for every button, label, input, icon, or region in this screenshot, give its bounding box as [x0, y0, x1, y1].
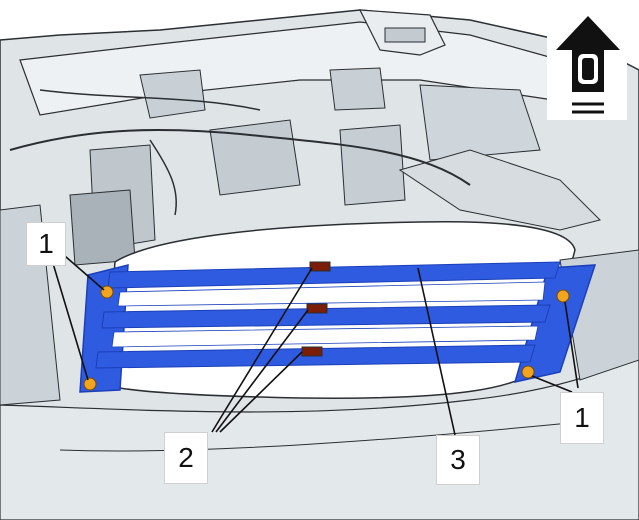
bumper-lower-line — [59, 419, 601, 452]
fastener-left-upper — [100, 285, 114, 299]
leader-1-right-lower — [531, 375, 573, 393]
engine-component-4 — [209, 119, 301, 196]
fastener-right-upper — [556, 289, 570, 303]
front-panel — [398, 149, 601, 231]
fastener-right-lower — [521, 365, 535, 379]
leader-2-middle — [215, 309, 309, 433]
grille-bar-middle — [101, 304, 551, 329]
clip-middle — [306, 303, 328, 314]
vehicle-front-arrow-icon — [547, 10, 627, 120]
radiator-fins — [69, 189, 136, 266]
cable-1 — [9, 129, 471, 186]
fastener-left-lower — [83, 377, 97, 391]
engine-component-6 — [339, 124, 406, 206]
clip-top — [309, 261, 331, 272]
grille-bar-top — [107, 261, 561, 289]
cable-3 — [149, 139, 177, 216]
callout-1-left: 1 — [26, 222, 66, 266]
leader-3 — [417, 267, 456, 436]
bracket-slot — [384, 27, 426, 43]
callout-1-right: 1 — [560, 392, 604, 444]
leader-2-lower — [219, 351, 303, 433]
grille-right-bracket — [513, 264, 597, 384]
leader-1-right-upper — [564, 301, 579, 389]
leader-lines — [51, 249, 579, 436]
engine-component-3 — [419, 84, 541, 161]
cable-2 — [39, 89, 261, 111]
leader-1-left-lower — [51, 259, 89, 381]
leader-2-top — [211, 267, 313, 433]
grille-slat-1 — [117, 281, 546, 307]
clip-lower — [301, 346, 323, 357]
engine-component-1 — [139, 69, 206, 119]
callout-2-clips: 2 — [164, 432, 208, 484]
callout-3-grille: 3 — [436, 435, 480, 485]
engine-component-2 — [329, 67, 386, 111]
